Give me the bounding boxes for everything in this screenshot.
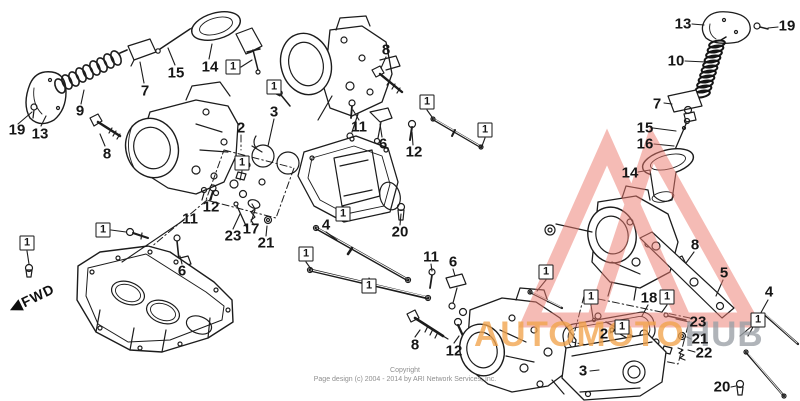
part-label-14[interactable]: 14 [201, 58, 219, 76]
part-label-11[interactable]: 11 [182, 210, 198, 228]
part-label-7[interactable]: 7 [140, 82, 150, 100]
diaphragm-cover-left [25, 71, 67, 125]
vacuum-piston-left [191, 11, 263, 55]
part-ref-box-1[interactable]: 1 [659, 289, 675, 305]
part-label-21[interactable]: 21 [257, 234, 275, 252]
part-ref-box-1[interactable]: 1 [225, 59, 241, 75]
part-label-14[interactable]: 14 [621, 164, 639, 182]
part-label-6[interactable]: 6 [378, 135, 388, 153]
part-ref-box-1[interactable]: 1 [583, 289, 599, 305]
part-label-18[interactable]: 18 [640, 289, 658, 307]
part-label-6[interactable]: 6 [177, 262, 187, 280]
part-ref-box-1[interactable]: 1 [266, 79, 282, 95]
part-ref-box-1[interactable]: 1 [419, 94, 435, 110]
carburetor-body-4 [459, 287, 577, 395]
part-ref-box-1[interactable]: 1 [614, 319, 630, 335]
carburetor-body-1 [124, 81, 239, 201]
compression-spring-left [54, 49, 128, 94]
part-label-23[interactable]: 23 [224, 227, 242, 245]
drain-screw-right [735, 379, 745, 396]
part-label-20[interactable]: 20 [391, 223, 409, 241]
part-ref-box-1[interactable]: 1 [750, 312, 766, 328]
air-chamber-case [76, 245, 234, 353]
part-label-4[interactable]: 4 [764, 283, 774, 301]
screw-11-mid [348, 99, 356, 119]
part-label-16[interactable]: 16 [636, 135, 654, 153]
part-label-8[interactable]: 8 [381, 41, 391, 59]
jet-needle-left [155, 24, 197, 54]
part-label-8[interactable]: 8 [102, 145, 112, 163]
float-chamber-center [297, 135, 401, 223]
part-label-8[interactable]: 8 [690, 236, 700, 254]
part-ref-box-1[interactable]: 1 [95, 222, 111, 238]
screw-left-of-case [125, 227, 149, 240]
part-label-12[interactable]: 12 [445, 342, 463, 360]
part-ref-box-1[interactable]: 1 [477, 122, 493, 138]
part-label-5[interactable]: 5 [719, 264, 729, 282]
connecting-rod-top [430, 116, 484, 150]
part-label-17[interactable]: 17 [242, 220, 260, 238]
part-label-21[interactable]: 21 [691, 330, 709, 348]
watermark-triangles [518, 126, 763, 328]
bolt-bottom [406, 309, 449, 340]
part-label-2[interactable]: 2 [599, 325, 609, 343]
copyright-notice: Copyright Page design (c) 2004 - 2014 by… [240, 366, 570, 384]
part-ref-box-1[interactable]: 1 [234, 155, 250, 171]
watermark-brand: AUTOMOTOHUB [474, 317, 764, 352]
copyright-line1: Copyright [390, 367, 420, 374]
valve-set-parts [229, 171, 266, 209]
part-label-6[interactable]: 6 [448, 253, 458, 271]
part-label-9[interactable]: 9 [75, 102, 85, 120]
compression-spring-right [693, 36, 727, 99]
cap-nut-left [24, 263, 34, 278]
part-ref-box-1[interactable]: 1 [361, 278, 377, 294]
bolt-mid [371, 65, 404, 94]
part-label-11[interactable]: 11 [351, 118, 367, 136]
valve-set-box-top [149, 134, 295, 249]
part-label-11[interactable]: 11 [423, 248, 439, 266]
bolt-left [89, 113, 122, 140]
part-ref-box-1[interactable]: 1 [335, 206, 351, 222]
part-label-4[interactable]: 4 [321, 216, 331, 234]
screw-11-bottom [428, 268, 436, 289]
part-label-13[interactable]: 13 [674, 15, 692, 33]
overflow-tube-right [743, 312, 800, 399]
part-label-3[interactable]: 3 [269, 103, 279, 121]
bracket-6-bottom [445, 273, 468, 317]
part-label-7[interactable]: 7 [652, 95, 662, 113]
part-label-3[interactable]: 3 [578, 362, 588, 380]
part-label-12[interactable]: 12 [202, 198, 220, 216]
part-label-22[interactable]: 22 [695, 344, 713, 362]
screw-20-mid [396, 202, 406, 221]
part-ref-box-1[interactable]: 1 [538, 264, 554, 280]
part-ref-box-1[interactable]: 1 [298, 246, 314, 262]
choke-pin-top [246, 48, 261, 75]
watermark-brand-secondary: HUB [684, 315, 764, 354]
part-ref-box-1[interactable]: 1 [19, 235, 35, 251]
copyright-line2: Page design (c) 2004 - 2014 by ARI Netwo… [313, 376, 497, 384]
part-label-2[interactable]: 2 [236, 119, 246, 137]
part-label-10[interactable]: 10 [667, 52, 685, 70]
part-label-15[interactable]: 15 [167, 64, 185, 82]
part-label-12[interactable]: 12 [405, 143, 423, 161]
needle-holder-right [667, 89, 703, 123]
part-label-20[interactable]: 20 [713, 378, 731, 396]
needle-holder-left [127, 38, 157, 67]
part-label-15[interactable]: 15 [636, 119, 654, 137]
part-label-13[interactable]: 13 [31, 125, 49, 143]
watermark-brand-primary: AUTOMOTO [474, 315, 685, 354]
part-label-19[interactable]: 19 [8, 121, 26, 139]
screw-19-right [753, 22, 769, 30]
screw-12-mid [407, 119, 417, 141]
part-label-8[interactable]: 8 [410, 336, 420, 354]
carburetor-body-2 [279, 15, 401, 140]
diaphragm-cover-right [701, 11, 751, 44]
part-label-23[interactable]: 23 [689, 313, 707, 331]
float-set-top [243, 135, 300, 175]
part-label-19[interactable]: 19 [778, 17, 796, 35]
